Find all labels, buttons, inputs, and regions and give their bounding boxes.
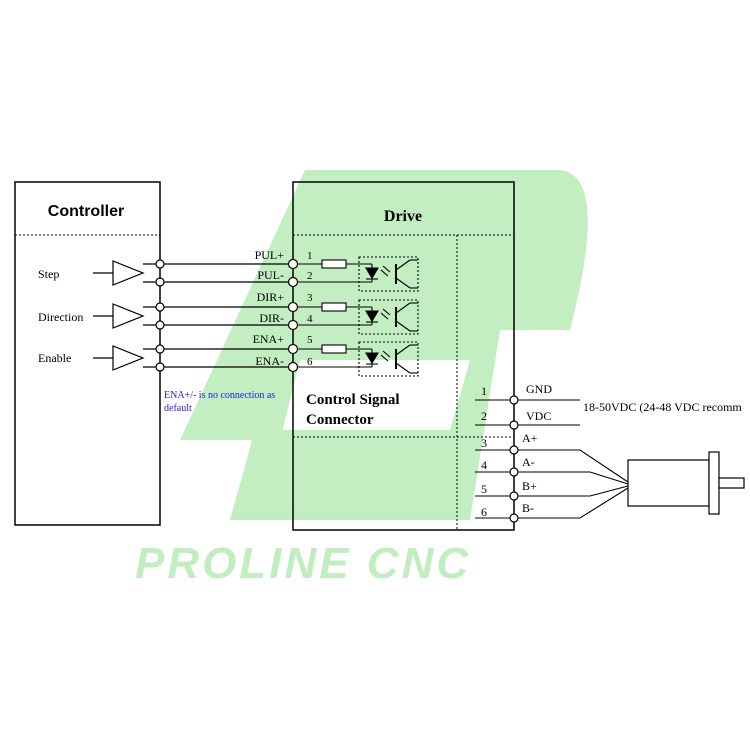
pin-label-pul-plus: PUL+ [255, 248, 285, 262]
pin-num-6: 6 [307, 356, 313, 368]
motor-pin-num-4: 4 [481, 458, 487, 472]
drive-box [292, 181, 515, 531]
optocoupler-icon [358, 341, 419, 377]
motor-pin-label-a-minus: A- [522, 455, 535, 469]
controller-signal-enable: Enable [38, 351, 71, 365]
power-pin-label-vdc: VDC [526, 409, 551, 423]
motor-pin-num-5: 5 [481, 482, 487, 496]
controller-note-line2: default [164, 403, 192, 414]
power-supply-note: 18-50VDC (24-48 VDC recomm [583, 400, 742, 414]
controller-box [14, 181, 161, 526]
control-wires [160, 263, 293, 368]
power-connector: 1 2 GND VDC 18-50VDC (24-48 VDC recomm [475, 382, 742, 430]
controller-note-line1: ENA+/- is no connection as [164, 390, 275, 401]
drive-block: Drive Control Signal Connector [292, 181, 515, 531]
pin-label-dir-minus: DIR- [259, 311, 284, 325]
resistor-icon [321, 344, 347, 354]
controller-title: Controller [48, 203, 124, 220]
pin-label-pul-minus: PUL- [257, 268, 284, 282]
drive-internal-wiring [293, 256, 419, 377]
motor-pin-num-3: 3 [481, 436, 487, 450]
pin-num-2: 2 [307, 270, 313, 282]
connector-label-line2: Connector [306, 412, 374, 428]
pin-label-dir-plus: DIR+ [257, 290, 285, 304]
pin-label-ena-minus: ENA- [255, 354, 284, 368]
control-pin-labels: PUL+ PUL- DIR+ DIR- ENA+ ENA- 1 2 3 4 5 … [253, 248, 313, 368]
drive-title: Drive [384, 208, 422, 225]
motor-pin-label-a-plus: A+ [522, 431, 538, 445]
watermark-text: PROLINE CNC [135, 539, 471, 588]
resistor-icon [321, 259, 347, 269]
pin-num-1: 1 [307, 250, 313, 262]
controller-block: Controller Step Direction Enable ENA+/- … [14, 181, 275, 526]
controller-signal-direction: Direction [38, 310, 83, 324]
power-pin-label-gnd: GND [526, 382, 552, 396]
optocoupler-icon [358, 256, 419, 292]
motor-pin-label-b-minus: B- [522, 501, 534, 515]
motor-pin-label-b-plus: B+ [522, 479, 537, 493]
connector-label-line1: Control Signal [306, 392, 400, 408]
controller-terminals [155, 259, 165, 372]
pin-num-3: 3 [307, 292, 313, 304]
controller-signal-step: Step [38, 267, 59, 281]
power-pin-num-1: 1 [481, 384, 487, 398]
pin-label-ena-plus: ENA+ [253, 332, 285, 346]
pin-num-5: 5 [307, 334, 313, 346]
pin-num-4: 4 [307, 313, 313, 325]
power-pin-num-2: 2 [481, 409, 487, 423]
buffer-icon [93, 260, 160, 371]
optocoupler-symbols [365, 259, 418, 374]
motor-icon [627, 451, 745, 515]
watermark-logo-shape [180, 170, 588, 520]
motor-pin-num-6: 6 [481, 505, 487, 519]
motor-connector: 3 4 5 6 A+ A- B+ B- [475, 431, 745, 523]
drive-control-terminals [287, 258, 299, 373]
resistor-icon [321, 302, 347, 312]
watermark-logo: PROLINE CNC [135, 170, 588, 588]
optocoupler-icon [358, 299, 419, 335]
